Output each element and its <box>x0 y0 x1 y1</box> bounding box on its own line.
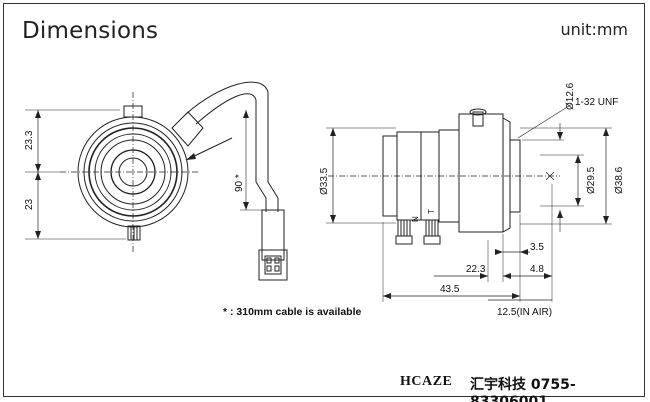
side-view <box>326 103 612 302</box>
dim-diameter-body: Ø33.5 <box>319 167 330 195</box>
dim-front-upper: 23.3 <box>24 130 35 150</box>
cable-footnote: * : 310mm cable is available <box>223 306 362 318</box>
ring-label-n: N <box>411 216 420 222</box>
sheet-border <box>3 3 645 397</box>
dim-front-lower: 23 <box>24 198 35 210</box>
thread-label: 1-32 UNF <box>575 97 618 108</box>
dim-43-5: 43.5 <box>440 284 460 295</box>
brand-logo: HCAZE <box>400 374 453 389</box>
dim-3-5: 3.5 <box>530 242 544 253</box>
page-title: Dimensions <box>22 18 159 44</box>
dim-4-8: 4.8 <box>530 264 544 275</box>
dim-diameter-tip: Ø12.6 <box>565 82 576 110</box>
brand-text: 汇宇科技 0755-83306001 <box>470 377 576 402</box>
dim-diameter-outer: Ø38.6 <box>614 166 625 194</box>
ring-label-t: T <box>427 209 436 214</box>
dim-cable-length: 90 * <box>234 174 245 192</box>
dim-diameter-inner: Ø29.5 <box>586 166 597 194</box>
front-view <box>25 81 288 281</box>
dim-12-5: 12.5(IN AIR) <box>497 307 552 318</box>
dimension-arrows <box>35 110 609 299</box>
dim-22-3: 22.3 <box>466 264 486 275</box>
unit-label: unit:mm <box>560 20 628 39</box>
